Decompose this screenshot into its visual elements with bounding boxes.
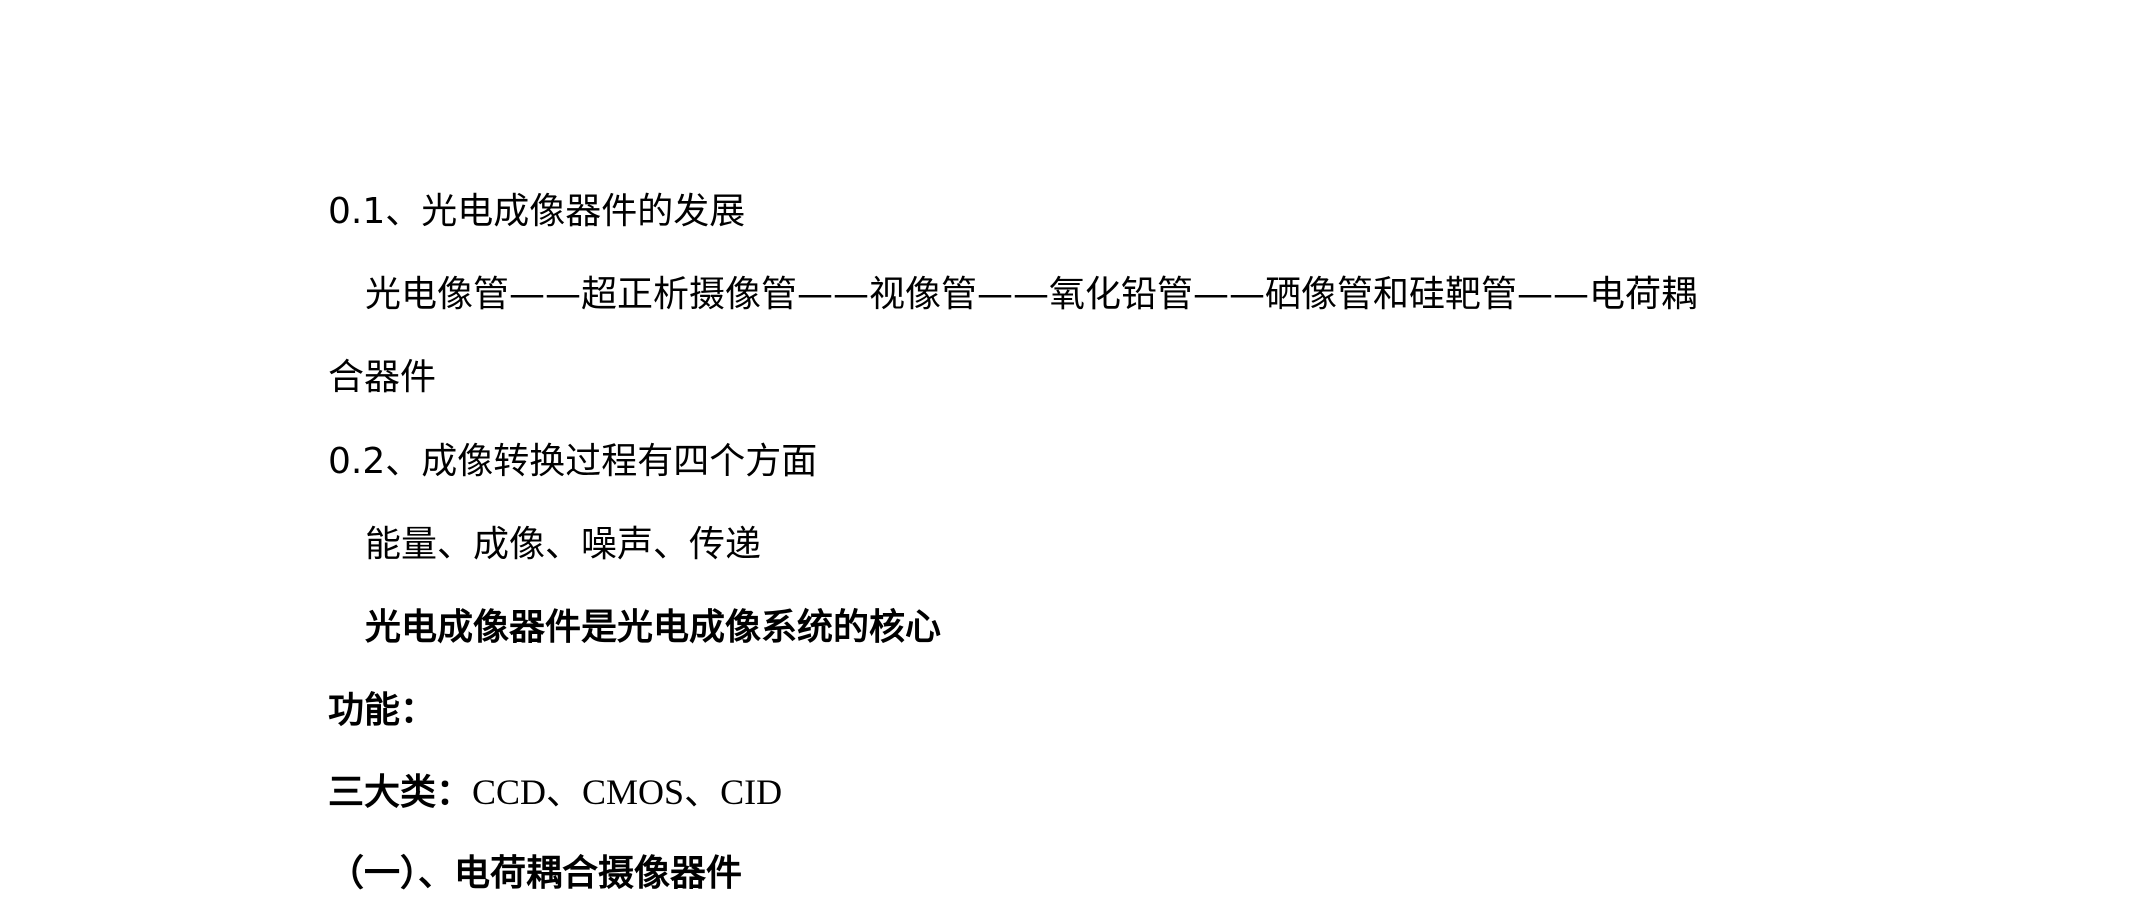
four-aspects-text: 能量、成像、噪声、传递 <box>365 524 762 565</box>
development-sequence-line-1: 光电像管——超正析摄像管——视像管——氧化铅管——硒像管和硅靶管——电荷耦 <box>365 274 1698 315</box>
section-one-heading: （一）、电荷耦合摄像器件 <box>328 853 743 894</box>
heading-0-2: 0.2、成像转换过程有四个方面 <box>328 441 818 482</box>
categories-line: 三大类：CCD、CMOS、CID <box>328 770 782 815</box>
function-label: 功能： <box>328 690 437 731</box>
core-statement: 光电成像器件是光电成像系统的核心 <box>365 607 942 648</box>
heading-0-1: 0.1、光电成像器件的发展 <box>328 191 746 232</box>
categories-value: CCD、CMOS、CID <box>472 772 783 812</box>
categories-label: 三大类： <box>328 772 473 813</box>
development-sequence-line-2: 合器件 <box>328 357 437 398</box>
